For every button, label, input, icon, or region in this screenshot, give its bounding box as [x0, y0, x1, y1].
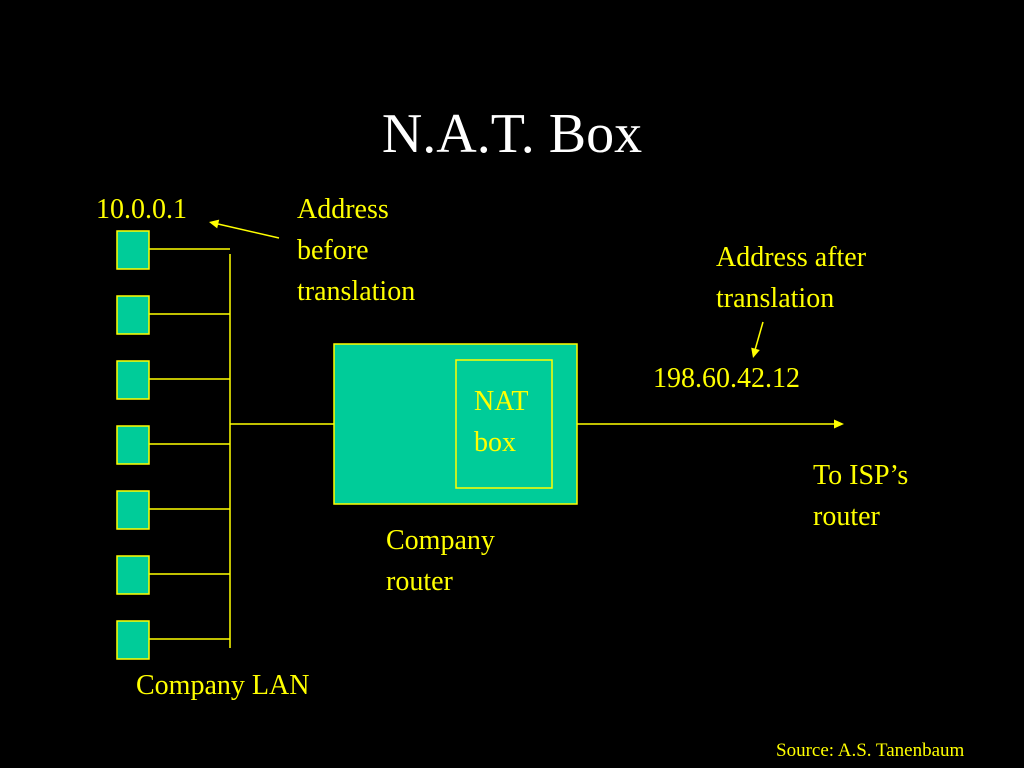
nat-box-label-line1: NAT	[474, 386, 529, 417]
before-translation-arrowhead	[209, 219, 220, 229]
lan-hosts	[116, 230, 230, 660]
before-translation-pointer	[217, 223, 280, 239]
lan-host	[116, 360, 150, 400]
uplink-arrowhead	[834, 419, 844, 429]
nat-box-label-line2: box	[474, 427, 516, 458]
nat-box	[455, 359, 553, 489]
isp-router-label-line2: router	[813, 501, 880, 532]
slide-title: N.A.T. Box	[381, 103, 643, 165]
after-translation-line1: Address after	[716, 242, 867, 273]
lan-host	[116, 555, 150, 595]
lan-host	[116, 230, 150, 270]
before-translation-line2: before	[297, 235, 369, 266]
after-translation-arrowhead	[751, 347, 760, 358]
company-lan-label: Company LAN	[136, 670, 310, 701]
inside-address-label: 10.0.0.1	[96, 194, 187, 225]
lan-host	[116, 425, 150, 465]
isp-router-label-line1: To ISP’s	[813, 460, 909, 491]
lan-host	[116, 490, 150, 530]
before-translation-line3: translation	[297, 276, 416, 307]
company-router-label-line2: router	[386, 566, 453, 597]
after-translation-pointer	[754, 321, 764, 351]
before-translation-line1: Address	[297, 194, 389, 225]
after-translation-line2: translation	[716, 283, 835, 314]
lan-host	[116, 295, 150, 335]
source-credit: Source: A.S. Tanenbaum	[776, 740, 965, 761]
outside-address-label: 198.60.42.12	[653, 363, 800, 394]
company-router-label-line1: Company	[386, 525, 495, 556]
lan-host	[116, 620, 150, 660]
